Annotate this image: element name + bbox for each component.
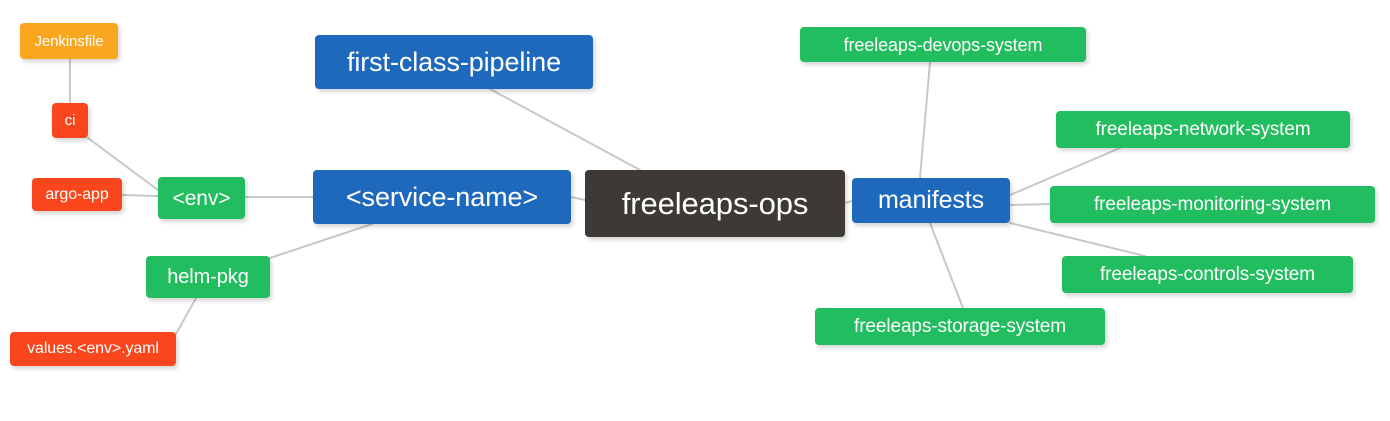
node-monitoring-system[interactable]: freeleaps-monitoring-system <box>1050 186 1375 223</box>
edge-helm-pkg-to-service-name <box>269 223 373 259</box>
node-argo-app[interactable]: argo-app <box>32 178 122 211</box>
node-storage-system[interactable]: freeleaps-storage-system <box>815 308 1105 345</box>
node-helm-pkg[interactable]: helm-pkg <box>146 256 270 298</box>
edge-argo-app-to-env <box>121 194 159 197</box>
edge-first-class-pipeline-to-freeleaps-ops <box>489 88 641 171</box>
node-manifests[interactable]: manifests <box>852 178 1010 223</box>
node-env[interactable]: <env> <box>158 177 245 219</box>
node-values-yaml[interactable]: values.<env>.yaml <box>10 332 176 366</box>
node-first-class-pipeline[interactable]: first-class-pipeline <box>315 35 593 89</box>
node-jenkinsfile[interactable]: Jenkinsfile <box>20 23 118 59</box>
node-ci[interactable]: ci <box>52 103 88 138</box>
node-freeleaps-ops[interactable]: freeleaps-ops <box>585 170 845 237</box>
edge-manifests-to-monitoring-system <box>1009 203 1051 206</box>
node-controls-system[interactable]: freeleaps-controls-system <box>1062 256 1353 293</box>
node-devops-system[interactable]: freeleaps-devops-system <box>800 27 1086 62</box>
edge-manifests-to-storage-system <box>929 222 964 309</box>
edge-service-name-to-freeleaps-ops <box>570 196 586 201</box>
edge-values-yaml-to-helm-pkg <box>175 297 197 335</box>
node-network-system[interactable]: freeleaps-network-system <box>1056 111 1350 148</box>
edge-manifests-to-controls-system <box>1009 222 1146 257</box>
edge-manifests-to-devops-system <box>919 61 931 179</box>
node-service-name[interactable]: <service-name> <box>313 170 571 224</box>
edge-freeleaps-ops-to-manifests <box>844 200 853 204</box>
